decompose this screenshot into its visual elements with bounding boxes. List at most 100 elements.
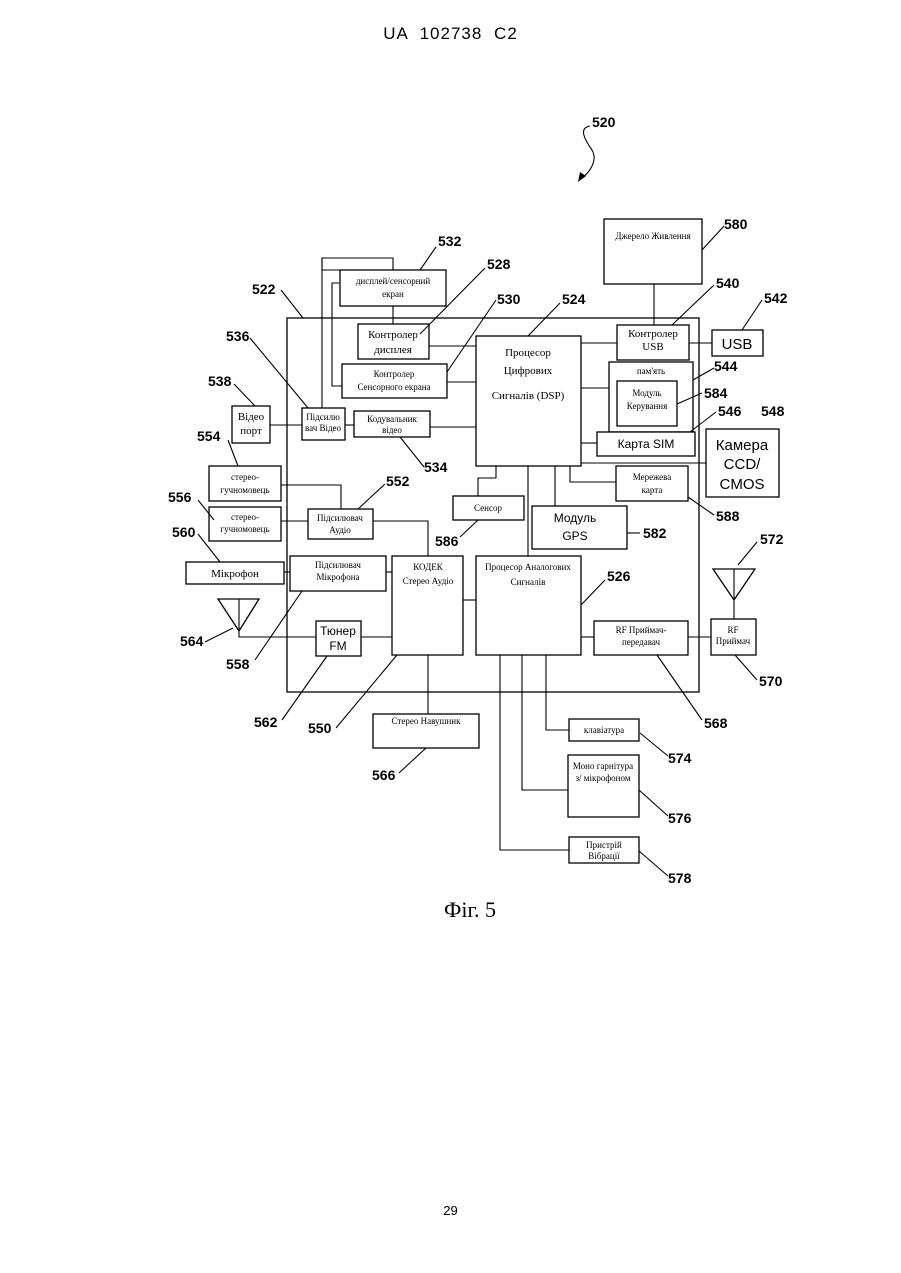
ref-568: 568 bbox=[704, 715, 728, 731]
block-stereo-headphones: Стерео Навушник bbox=[373, 714, 479, 748]
svg-text:Контролер: Контролер bbox=[368, 329, 418, 341]
svg-text:гучномовець: гучномовець bbox=[220, 485, 269, 495]
ref-540: 540 bbox=[716, 275, 740, 291]
svg-text:Мікрофон: Мікрофон bbox=[211, 568, 259, 580]
block-video-port: Відео порт bbox=[232, 406, 270, 443]
ref-552: 552 bbox=[386, 473, 410, 489]
svg-text:Кодувальник: Кодувальник bbox=[367, 414, 417, 424]
ref-548: 548 bbox=[761, 403, 785, 419]
figure-caption: Фіг. 5 bbox=[0, 897, 901, 923]
svg-text:Відео: Відео bbox=[238, 411, 265, 423]
ref-582: 582 bbox=[643, 525, 667, 541]
svg-text:Підсилю: Підсилю bbox=[306, 412, 340, 422]
svg-text:Контролер: Контролер bbox=[374, 369, 415, 379]
ref-560: 560 bbox=[172, 524, 196, 540]
svg-text:Моно гарнітура: Моно гарнітура bbox=[573, 761, 633, 771]
svg-text:Джерело Живлення: Джерело Живлення bbox=[615, 231, 690, 241]
svg-text:Підсилювач: Підсилювач bbox=[315, 560, 361, 570]
block-sim-card: Карта SIM bbox=[597, 432, 695, 456]
ref-556: 556 bbox=[168, 489, 192, 505]
svg-text:Цифрових: Цифрових bbox=[504, 365, 553, 377]
block-fm-tuner: Тюнер FM bbox=[316, 621, 361, 656]
svg-text:Підсилювач: Підсилювач bbox=[317, 513, 363, 523]
svg-text:відео: відео bbox=[382, 425, 402, 435]
ref-522: 522 bbox=[252, 281, 276, 297]
svg-text:гучномовець: гучномовець bbox=[220, 524, 269, 534]
block-audio-codec: КОДЕК Стерео Аудіо bbox=[392, 556, 463, 655]
svg-text:стерео-: стерео- bbox=[231, 472, 259, 482]
ref-546: 546 bbox=[718, 403, 742, 419]
block-sensor: Сенсор bbox=[453, 496, 524, 520]
ref-566: 566 bbox=[372, 767, 396, 783]
ref-550: 550 bbox=[308, 720, 332, 736]
svg-text:з/ мікрофоном: з/ мікрофоном bbox=[575, 773, 630, 783]
block-stereo-speaker-2: стерео- гучномовець bbox=[209, 507, 281, 541]
block-audio-amplifier: Підсилювач Аудіо bbox=[308, 509, 373, 539]
block-display: дисплей/сенсорний екран bbox=[340, 270, 446, 306]
ref-528: 528 bbox=[487, 256, 511, 272]
block-microphone: Мікрофон bbox=[186, 562, 284, 584]
block-mono-headset: Моно гарнітура з/ мікрофоном bbox=[568, 755, 639, 817]
block-display-controller: Контролер дисплея bbox=[358, 324, 429, 359]
block-video-amplifier: Підсилю вач Відео bbox=[302, 408, 345, 440]
ref-584: 584 bbox=[704, 385, 728, 401]
svg-text:CMOS: CMOS bbox=[720, 476, 765, 493]
svg-text:CCD/: CCD/ bbox=[724, 456, 761, 473]
svg-text:Модуль: Модуль bbox=[632, 388, 661, 398]
svg-text:Мікрофона: Мікрофона bbox=[316, 572, 359, 582]
svg-text:Стерео Навушник: Стерео Навушник bbox=[392, 716, 462, 726]
svg-text:дисплея: дисплея bbox=[374, 344, 412, 356]
svg-text:Карта SIM: Карта SIM bbox=[618, 437, 675, 451]
svg-text:Модуль: Модуль bbox=[554, 511, 597, 525]
ref-532: 532 bbox=[438, 233, 462, 249]
svg-text:вач Відео: вач Відео bbox=[305, 423, 342, 433]
ref-542: 542 bbox=[764, 290, 788, 306]
svg-text:USB: USB bbox=[722, 336, 753, 353]
block-camera: Камера CCD/ CMOS bbox=[706, 429, 779, 497]
ref-578: 578 bbox=[668, 870, 692, 886]
ref-576: 576 bbox=[668, 810, 692, 826]
svg-text:Сенсор: Сенсор bbox=[474, 503, 502, 513]
block-usb-port: USB bbox=[712, 330, 763, 356]
ref-586: 586 bbox=[435, 533, 459, 549]
svg-text:порт: порт bbox=[240, 425, 262, 437]
svg-text:дисплей/сенсорний: дисплей/сенсорний bbox=[356, 276, 431, 286]
page-number: 29 bbox=[0, 1203, 901, 1218]
svg-text:Керування: Керування bbox=[627, 401, 667, 411]
ref-574: 574 bbox=[668, 750, 692, 766]
block-touch-controller: Контролер Сенсорного екрана bbox=[342, 364, 447, 398]
svg-text:Мережева: Мережева bbox=[633, 472, 672, 482]
ref-564: 564 bbox=[180, 633, 204, 649]
ref-580: 580 bbox=[724, 216, 748, 232]
ref-544: 544 bbox=[714, 358, 738, 374]
svg-text:Сигналів: Сигналів bbox=[511, 577, 546, 587]
ref-572: 572 bbox=[760, 531, 784, 547]
svg-text:Пристрій: Пристрій bbox=[586, 840, 622, 850]
ref-558: 558 bbox=[226, 656, 250, 672]
svg-text:USB: USB bbox=[642, 341, 663, 353]
block-vibration-device: Пристрій Вібрації bbox=[569, 837, 639, 863]
svg-text:Тюнер: Тюнер bbox=[320, 624, 356, 638]
antenna-right-icon bbox=[713, 569, 755, 600]
svg-text:екран: екран bbox=[382, 289, 404, 299]
ref-526: 526 bbox=[607, 568, 631, 584]
svg-text:Аудіо: Аудіо bbox=[329, 525, 351, 535]
svg-text:FM: FM bbox=[329, 639, 346, 653]
svg-text:карта: карта bbox=[642, 485, 663, 495]
svg-text:пам'ять: пам'ять bbox=[637, 366, 665, 376]
block-stereo-speaker-1: стерео- гучномовець bbox=[209, 466, 281, 501]
svg-text:Камера: Камера bbox=[716, 437, 769, 454]
block-network-card: Мережева карта bbox=[616, 466, 688, 501]
svg-text:Вібрації: Вібрації bbox=[588, 851, 620, 861]
svg-text:Процесор: Процесор bbox=[505, 347, 551, 359]
svg-text:Приймач: Приймач bbox=[716, 636, 751, 646]
block-usb-controller: Контролер USB bbox=[617, 325, 689, 360]
antenna-left-icon bbox=[218, 599, 259, 631]
svg-text:КОДЕК: КОДЕК bbox=[413, 562, 443, 572]
svg-text:клавіатура: клавіатура bbox=[584, 725, 624, 735]
ref-530: 530 bbox=[497, 291, 521, 307]
svg-text:Контролер: Контролер bbox=[628, 328, 678, 340]
svg-text:Стерео Аудіо: Стерео Аудіо bbox=[403, 576, 454, 586]
ref-588: 588 bbox=[716, 508, 740, 524]
block-memory: пам'ять Модуль Керування bbox=[609, 362, 693, 432]
